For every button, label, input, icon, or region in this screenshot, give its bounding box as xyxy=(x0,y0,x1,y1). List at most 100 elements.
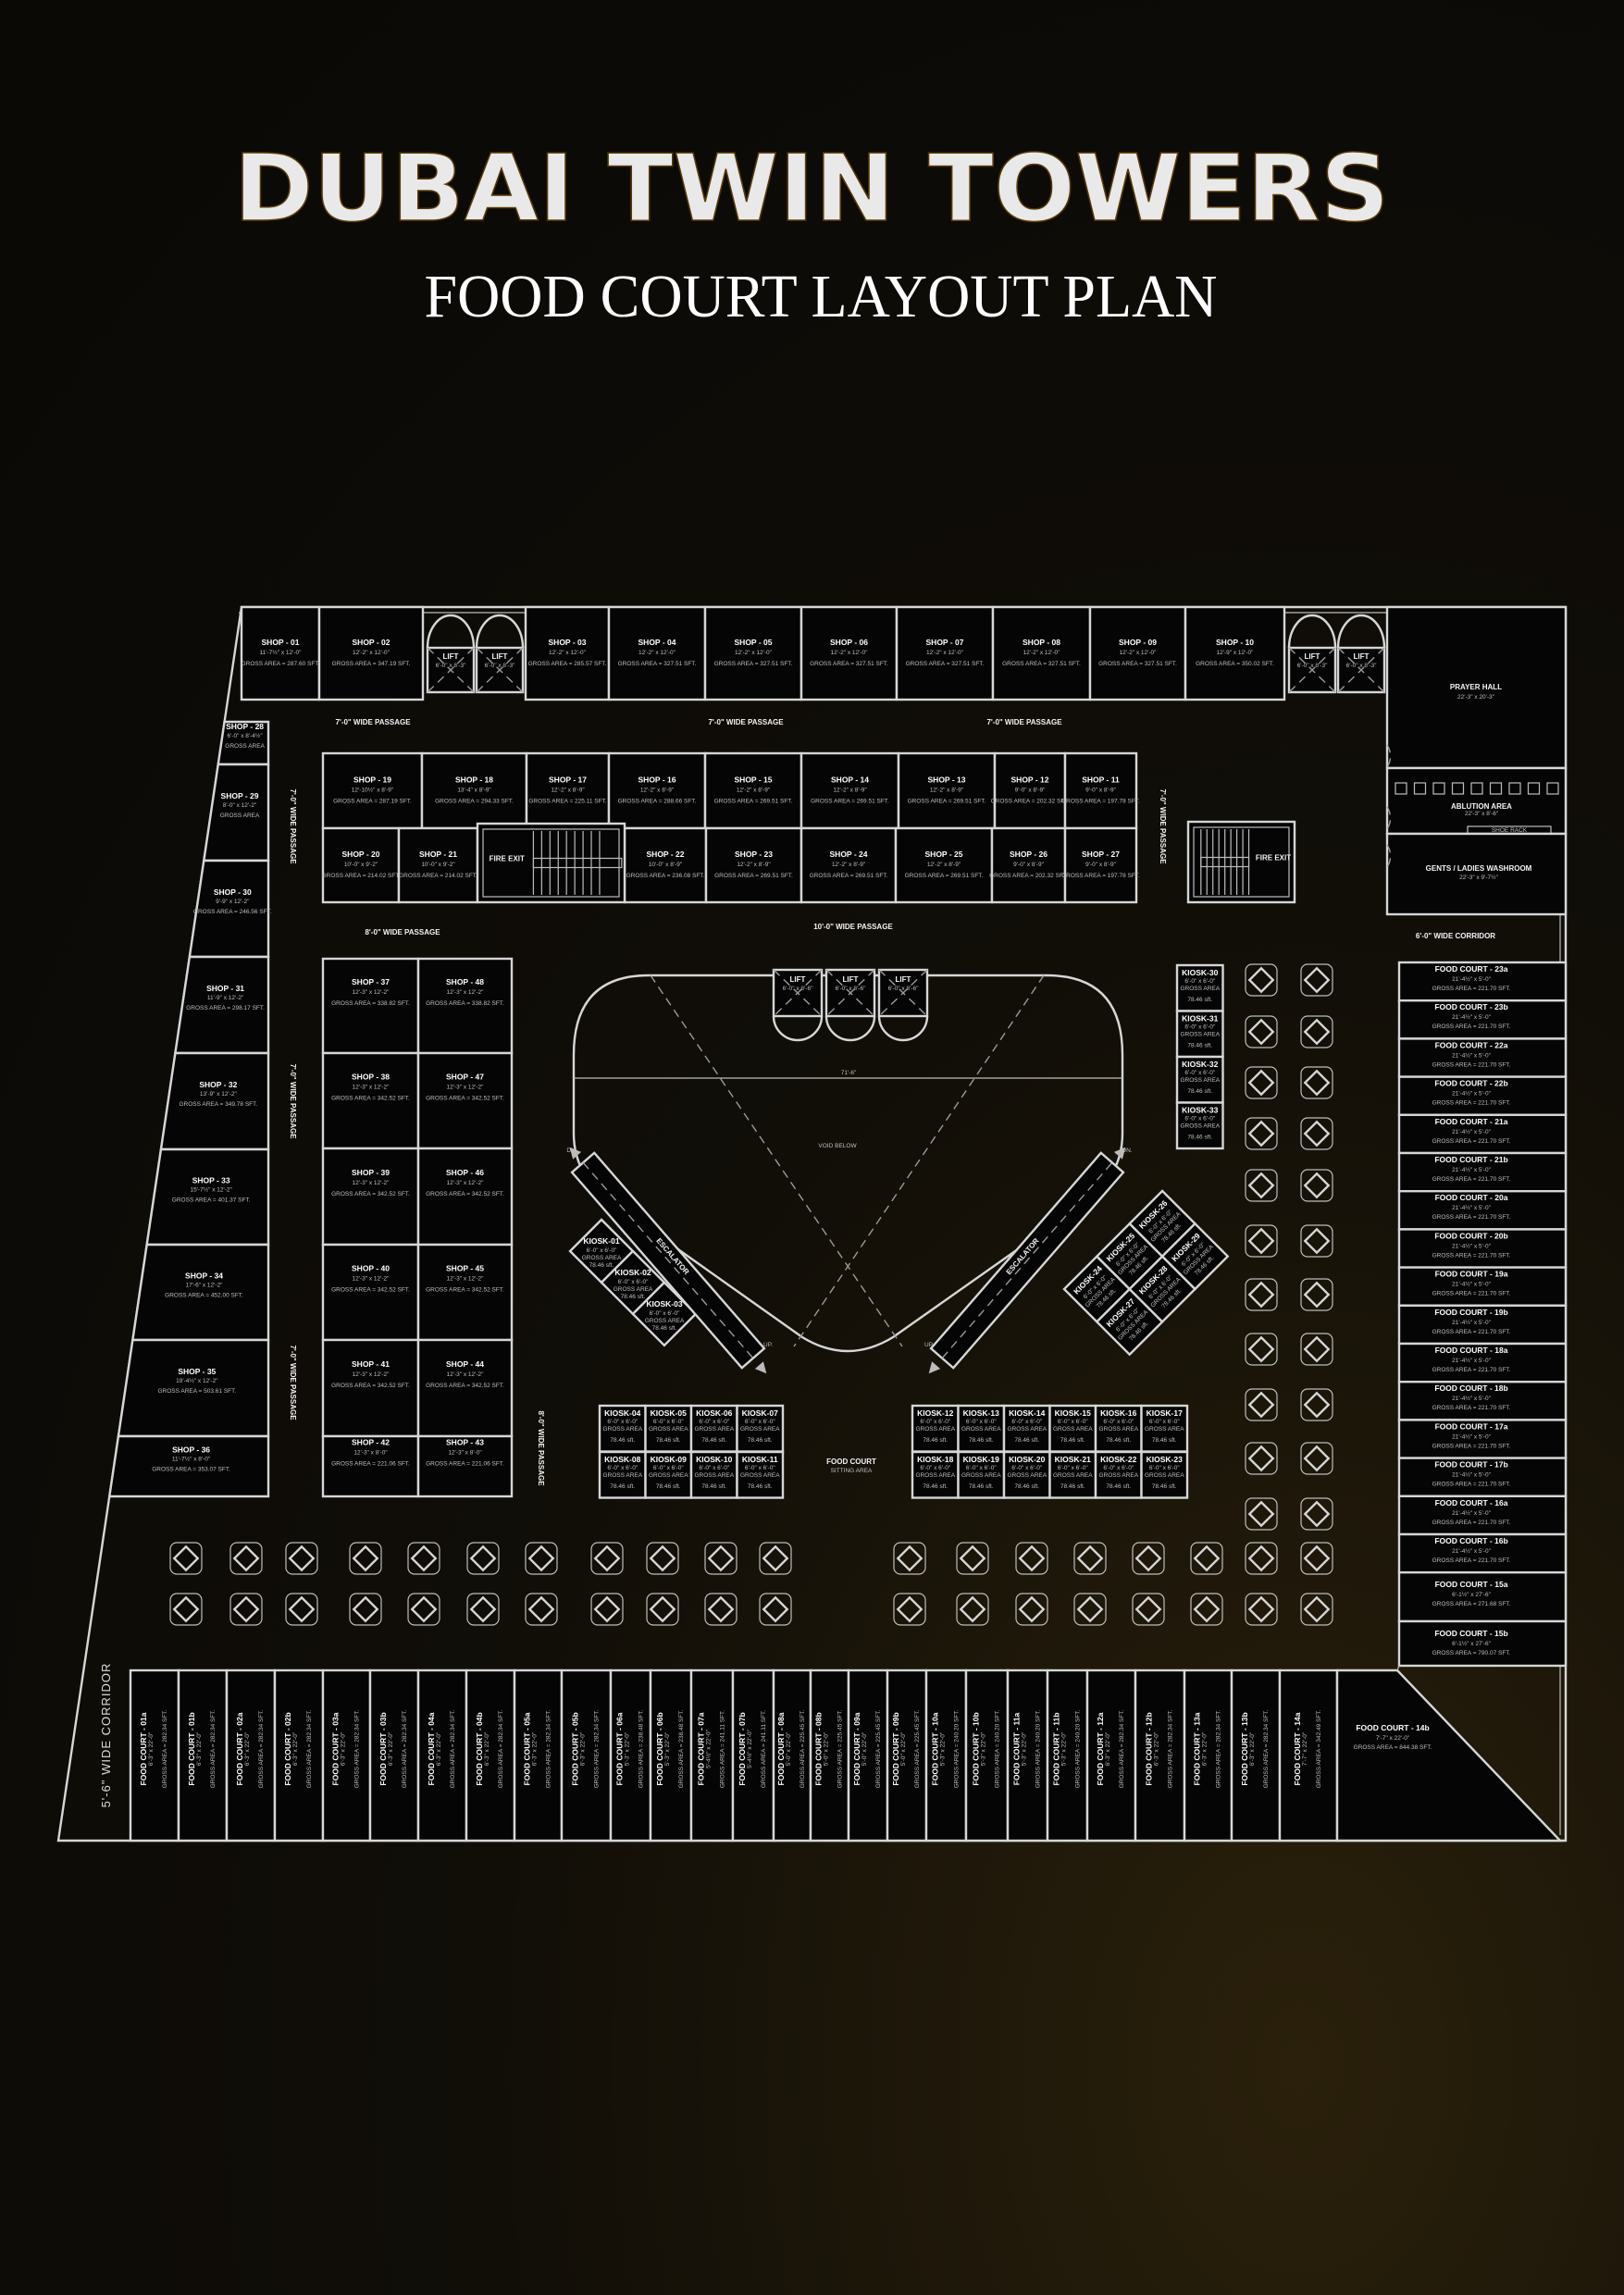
fire-exit-stair[interactable]: FIRE EXIT xyxy=(476,822,626,904)
shop-mid-bottom[interactable]: SHOP - 269'-0" x 8'-9"GROSS AREA = 202.3… xyxy=(989,826,1068,904)
shop-left-column[interactable]: SHOP - 298'-0" x 12'-2"GROSS AREA xyxy=(202,763,270,862)
shop-mid-top[interactable]: SHOP - 129'-0" x 8'-9"GROSS AREA = 202.3… xyxy=(991,751,1070,830)
escalator[interactable]: ESCALATOR xyxy=(918,1137,1137,1383)
shop-left-column[interactable]: SHOP - 309'-9" x 12'-2"GROSS AREA = 246.… xyxy=(188,859,272,959)
shop-mid-top[interactable]: SHOP - 119'-0" x 8'-9"GROSS AREA = 197.7… xyxy=(1061,751,1140,830)
fire-exit-stair[interactable]: FIRE EXIT xyxy=(1186,820,1296,904)
